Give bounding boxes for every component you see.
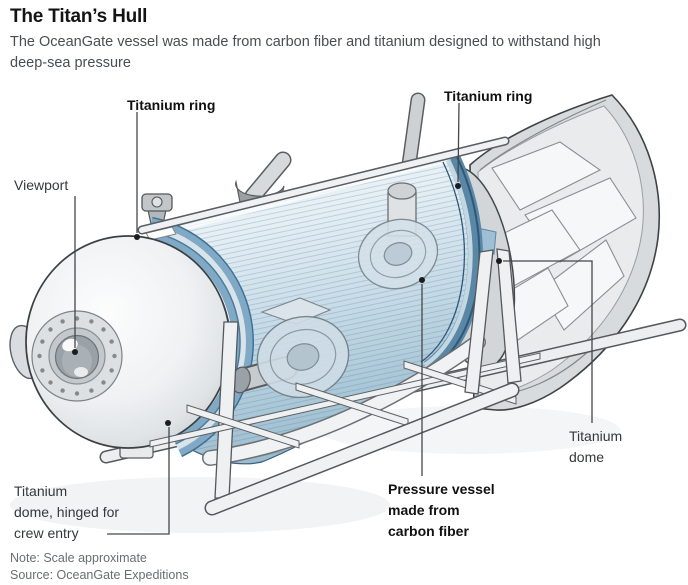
side-thruster (230, 297, 350, 399)
viewport-assembly (31, 310, 123, 402)
landing-frame (149, 248, 541, 516)
leader-titanium-ring-right (457, 102, 460, 183)
landing-skid-near (204, 382, 520, 516)
saddle-rail (202, 334, 486, 466)
leader-dots (72, 183, 502, 426)
label-viewport: Viewport (14, 177, 69, 193)
page-title: The Titan’s Hull (10, 6, 148, 27)
stern-post (401, 92, 426, 173)
label-titanium-dome-right: Titanium dome (569, 428, 623, 465)
fin (260, 297, 332, 325)
aft-thruster (357, 182, 439, 290)
label-pressure-vessel: Pressure vessel made from carbon fiber (388, 481, 495, 539)
source-text: Source: OceanGate Expeditions (10, 568, 189, 582)
note-text: Note: Scale approximate (10, 551, 147, 565)
page-subtitle: The OceanGate vessel was made from carbo… (10, 32, 670, 74)
rear-leg-a (464, 249, 494, 395)
viewport-bolts (37, 316, 117, 396)
leader-titanium-dome-right (503, 260, 593, 423)
rear-leg-b (496, 248, 522, 384)
subtitle-line-1: The OceanGate vessel was made from carbo… (10, 34, 601, 50)
label-titanium-ring-left: Titanium ring (127, 97, 216, 113)
tail-fairing (469, 94, 661, 411)
subtitle-line-2: deep-sea pressure (10, 55, 131, 71)
leader-lines (74, 102, 593, 535)
label-titanium-ring-right: Titanium ring (444, 88, 533, 104)
top-rail (137, 136, 510, 235)
label-titanium-dome-hinged: Titanium dome, hinged for crew entry (14, 483, 120, 541)
leader-dome-hinged (107, 427, 170, 535)
